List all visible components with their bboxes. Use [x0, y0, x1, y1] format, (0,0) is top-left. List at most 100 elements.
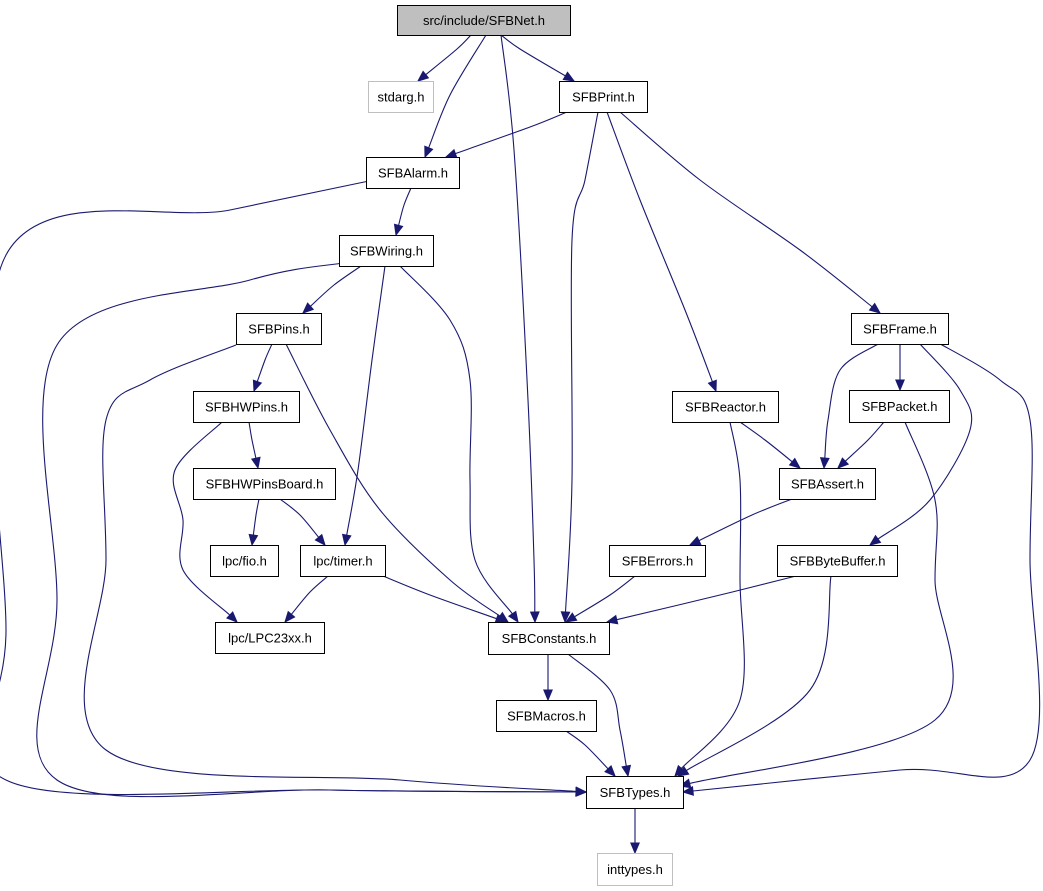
arrowhead-sfbconstants-to-sfbmacros	[543, 689, 553, 702]
node-box-sfbalarm	[366, 157, 460, 189]
node-sfbreactor[interactable]: SFBReactor.h	[672, 391, 779, 423]
arrowhead-sfbwiring-to-sfbconstants	[507, 610, 519, 624]
edge-lpctimer-to-lpclpc23xx	[290, 575, 329, 615]
edge-sfbhwpinsboard-to-lpctimer	[279, 498, 320, 538]
node-lpclpc23xx[interactable]: lpc/LPC23xx.h	[215, 622, 325, 654]
edge-sfbbytebuffer-to-sfbconstants	[616, 575, 797, 621]
node-box-sfbpins	[236, 313, 322, 345]
node-sfbpins[interactable]: SFBPins.h	[236, 313, 322, 345]
node-label-sfbreactor: SFBReactor.h	[685, 400, 766, 415]
arrowhead-sfbwiring-to-lpctimer	[341, 533, 352, 547]
node-box-sfbconstants	[488, 622, 610, 655]
node-label-sfbprint: SFBPrint.h	[572, 90, 635, 105]
node-box-sfbassert	[779, 468, 876, 500]
edge-lpctimer-to-sfbconstants	[382, 575, 497, 620]
edge-sfbconstants-to-sfbtypes	[567, 653, 627, 767]
node-label-stdarg: stdarg.h	[378, 90, 425, 105]
node-label-sfbframe: SFBFrame.h	[863, 322, 937, 337]
node-sfbframe[interactable]: SFBFrame.h	[851, 313, 949, 345]
edge-sfbmacros-to-sfbtypes	[565, 730, 609, 770]
edge-sfbassert-to-sfberrors	[698, 498, 793, 542]
node-sfbprint[interactable]: SFBPrint.h	[559, 81, 648, 113]
node-box-sfberrors	[609, 545, 706, 577]
edge-sfbnet-to-sfbprint	[500, 34, 566, 77]
edge-sfbnet-to-stdarg	[425, 34, 472, 76]
arrowhead-sfbmacros-to-sfbtypes	[604, 765, 616, 777]
edge-sfbreactor-to-sfbassert	[739, 421, 793, 463]
edge-sfbpins-to-sfbhwpins	[256, 343, 273, 382]
arrowhead-sfbalarm-to-sfbwiring	[393, 223, 404, 237]
edge-sfbframe-to-sfbbytebuffer	[877, 343, 973, 540]
node-box-stdarg	[368, 81, 434, 113]
node-sfbassert[interactable]: SFBAssert.h	[779, 468, 876, 500]
edge-sfbbytebuffer-to-sfbtypes	[686, 575, 832, 771]
arrowhead-sfbnet-to-sfbalarm	[424, 145, 434, 159]
arrowhead-sfbhwpinsboard-to-lpctimer	[314, 533, 326, 546]
node-label-sfbpins: SFBPins.h	[248, 322, 309, 337]
node-label-lpctimer: lpc/timer.h	[313, 554, 372, 569]
edge-sfbprint-to-sfbframe	[619, 111, 873, 308]
arrowhead-sfbpacket-to-sfbassert	[837, 457, 850, 469]
node-label-sfbhwpinsboard: SFBHWPinsBoard.h	[206, 477, 324, 492]
edge-sfbwiring-to-sfbpins	[310, 265, 362, 307]
arrowhead-sfbnet-to-sfbconstants	[529, 611, 540, 624]
edge-sfbprint-to-sfbalarm	[455, 111, 568, 155]
edge-sfbpacket-to-sfbassert	[844, 421, 885, 462]
node-sfbhwpinsboard[interactable]: SFBHWPinsBoard.h	[193, 468, 336, 500]
node-label-sfbmacros: SFBMacros.h	[507, 709, 586, 724]
node-sfbbytebuffer[interactable]: SFBByteBuffer.h	[777, 545, 898, 577]
node-lpcfio[interactable]: lpc/fio.h	[210, 545, 279, 577]
edge-sfbframe-to-sfbtypes	[692, 340, 1041, 792]
node-sfbwiring[interactable]: SFBWiring.h	[339, 235, 434, 267]
node-box-lpctimer	[300, 545, 386, 577]
node-sfbpacket[interactable]: SFBPacket.h	[849, 390, 950, 423]
node-lpctimer[interactable]: lpc/timer.h	[300, 545, 386, 577]
node-label-lpclpc23xx: lpc/LPC23xx.h	[228, 631, 312, 646]
arrowhead-sfbprint-to-sfbconstants	[560, 611, 571, 624]
node-box-sfbreactor	[672, 391, 779, 423]
node-box-sfbprint	[559, 81, 648, 113]
node-sfbalarm[interactable]: SFBAlarm.h	[366, 157, 460, 189]
node-box-inttypes	[597, 853, 673, 886]
edge-sfbprint-to-sfbreactor	[606, 111, 713, 382]
edge-sfbwiring-to-sfbtypes	[36, 262, 577, 798]
node-label-sfbtypes: SFBTypes.h	[600, 785, 671, 800]
node-sfberrors[interactable]: SFBErrors.h	[609, 545, 706, 577]
node-sfbmacros[interactable]: SFBMacros.h	[496, 700, 597, 732]
arrowhead-sfbwiring-to-sfbpins	[302, 302, 315, 314]
node-box-sfbwiring	[339, 235, 434, 267]
edge-sfbpacket-to-sfbtypes	[689, 421, 954, 785]
edge-sfbreactor-to-sfbtypes	[681, 421, 745, 769]
edge-layer	[0, 34, 1041, 855]
node-label-sfbwiring: SFBWiring.h	[350, 244, 423, 259]
node-sfbnet: src/include/SFBNet.h	[397, 5, 571, 36]
edge-sfbhwpins-to-sfbhwpinsboard	[248, 421, 257, 459]
node-sfbconstants[interactable]: SFBConstants.h	[488, 622, 610, 655]
node-box-lpcfio	[210, 545, 279, 577]
node-stdarg: stdarg.h	[368, 81, 434, 113]
node-box-sfbnet	[397, 5, 571, 36]
edge-sfbwiring-to-sfbconstants	[399, 265, 513, 615]
node-box-sfbpacket	[849, 390, 950, 423]
node-label-inttypes: inttypes.h	[607, 862, 663, 877]
node-box-sfbframe	[851, 313, 949, 345]
arrowhead-sfbtypes-to-inttypes	[630, 842, 640, 855]
arrowhead-sfberrors-to-sfbconstants	[564, 612, 578, 623]
node-box-sfbhwpins	[193, 391, 300, 423]
arrowhead-sfbframe-to-sfbbytebuffer	[868, 534, 882, 546]
arrowhead-sfbframe-to-sfbtypes	[681, 786, 694, 796]
node-sfbhwpins[interactable]: SFBHWPins.h	[193, 391, 300, 423]
edge-sfberrors-to-sfbconstants	[574, 575, 636, 618]
edge-sfbnet-to-sfbalarm	[428, 34, 487, 148]
arrowhead-sfbpins-to-sfbtypes	[575, 786, 588, 797]
node-box-sfbhwpinsboard	[193, 468, 336, 500]
node-label-sfbbytebuffer: SFBByteBuffer.h	[790, 554, 886, 569]
node-label-sfbpacket: SFBPacket.h	[862, 399, 938, 414]
arrowhead-sfbprint-to-sfbalarm	[444, 148, 458, 159]
edge-sfbframe-to-sfbassert	[824, 343, 879, 459]
edge-sfbpins-to-sfbtypes	[83, 344, 577, 792]
arrowhead-sfbhwpins-to-sfbhwpinsboard	[250, 456, 261, 470]
edge-sfbhwpins-to-lpclpc23xx	[172, 421, 231, 616]
node-sfbtypes[interactable]: SFBTypes.h	[586, 776, 684, 809]
